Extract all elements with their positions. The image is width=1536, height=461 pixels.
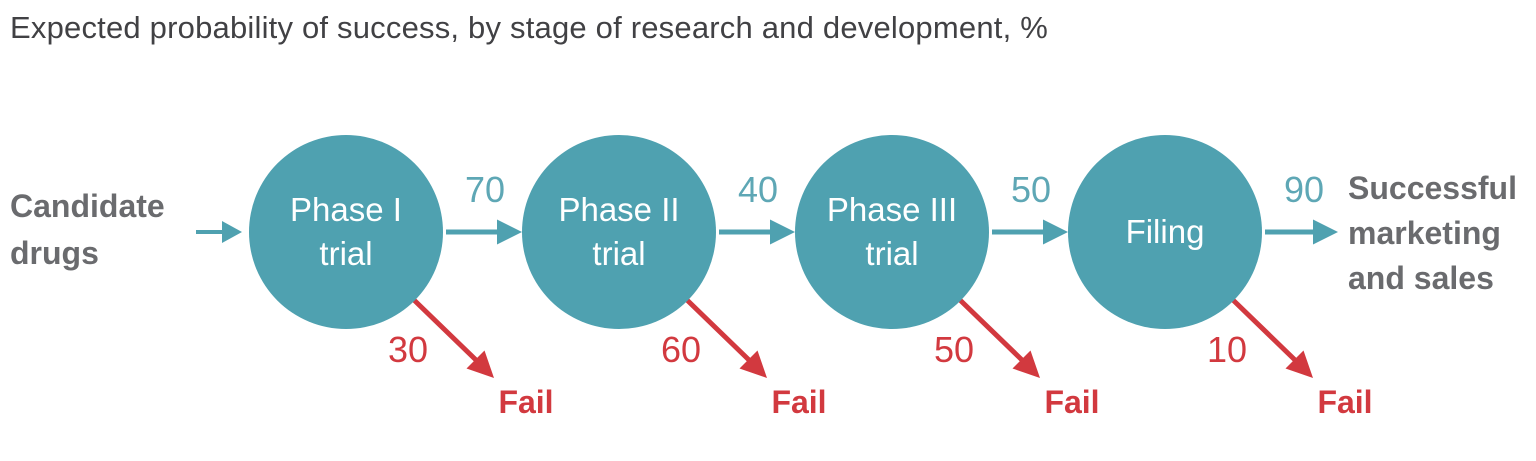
stage-node-label: Phase III trial (826, 191, 958, 272)
fail-rate-value: 50 (933, 329, 975, 370)
stage-node-label: Filing (1125, 213, 1205, 250)
fail-label: Fail (771, 384, 827, 420)
success-arrow-icon (446, 219, 522, 245)
success-rate-value: 50 (1010, 169, 1052, 210)
fail-label: Fail (498, 384, 554, 420)
exit-arrow-icon (1265, 219, 1338, 245)
success-rate-value: 90 (1283, 169, 1325, 210)
stage-node-phase-1: Phase I trial (249, 135, 443, 329)
page-title: Expected probability of success, by stag… (10, 10, 1048, 45)
success-arrow-icon (719, 219, 795, 245)
stage-node-label: Phase II trial (558, 191, 680, 272)
fail-rate-value: 30 (387, 329, 429, 370)
success-arrow-icon (992, 219, 1068, 245)
stage-node-phase-2: Phase II trial (522, 135, 716, 329)
fail-label: Fail (1044, 384, 1100, 420)
fail-label: Fail (1317, 384, 1373, 420)
stage-node-filing: Filing (1068, 135, 1262, 329)
source-label: Candidate drugs (10, 188, 165, 271)
fail-rate-value: 10 (1206, 329, 1248, 370)
fail-rate-value: 60 (660, 329, 702, 370)
success-rate-value: 40 (737, 169, 779, 210)
stage-node-label: Phase I trial (290, 191, 402, 272)
success-rate-value: 70 (464, 169, 506, 210)
sink-label: Successful marketing and sales (1348, 170, 1517, 296)
stage-node-phase-3: Phase III trial (795, 135, 989, 329)
